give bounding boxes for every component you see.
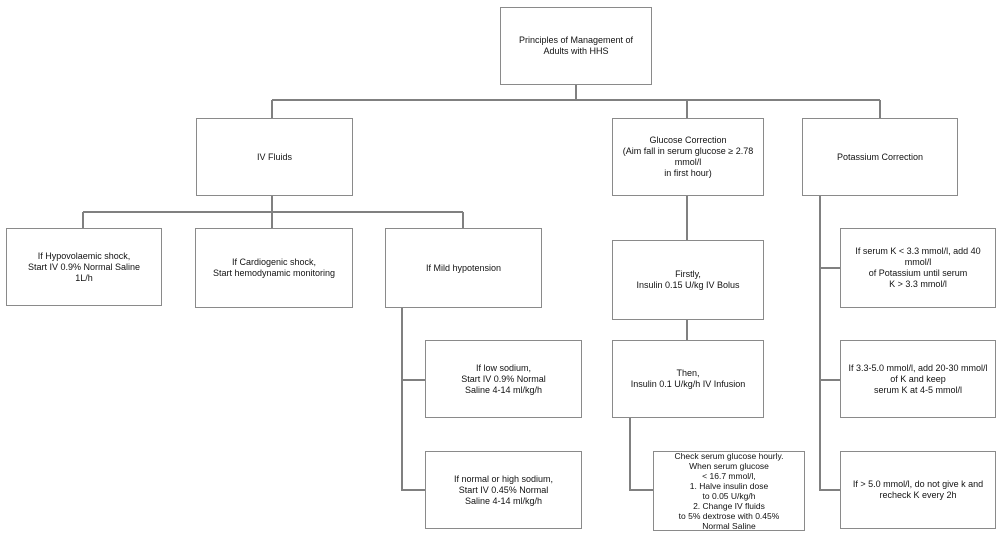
hypovolaemic-shock-node: If Hypovolaemic shock, Start IV 0.9% Nor… bbox=[6, 228, 162, 306]
potassium-low-node: If serum K < 3.3 mmol/l, add 40 mmol/l o… bbox=[840, 228, 996, 308]
connector bbox=[819, 196, 840, 491]
glucose-correction-node: Glucose Correction (Aim fall in serum gl… bbox=[612, 118, 764, 196]
low-sodium-node: If low sodium, Start IV 0.9% Normal Sali… bbox=[425, 340, 582, 418]
root-node: Principles of Management of Adults with … bbox=[500, 7, 652, 85]
cardiogenic-shock-node: If Cardiogenic shock, Start hemodynamic … bbox=[195, 228, 353, 308]
insulin-infusion-node: Then, Insulin 0.1 U/kg/h IV Infusion bbox=[612, 340, 764, 418]
connector bbox=[629, 418, 653, 491]
potassium-high-node: If > 5.0 mmol/l, do not give k and reche… bbox=[840, 451, 996, 529]
connector bbox=[401, 308, 425, 491]
potassium-mid-node: If 3.3-5.0 mmol/l, add 20-30 mmol/l of K… bbox=[840, 340, 996, 418]
normal-high-sodium-node: If normal or high sodium, Start IV 0.45%… bbox=[425, 451, 582, 529]
insulin-bolus-node: Firstly, Insulin 0.15 U/kg IV Bolus bbox=[612, 240, 764, 320]
iv-fluids-node: IV Fluids bbox=[196, 118, 353, 196]
check-glucose-node: Check serum glucose hourly. When serum g… bbox=[653, 451, 805, 531]
potassium-correction-node: Potassium Correction bbox=[802, 118, 958, 196]
mild-hypotension-node: If Mild hypotension bbox=[385, 228, 542, 308]
